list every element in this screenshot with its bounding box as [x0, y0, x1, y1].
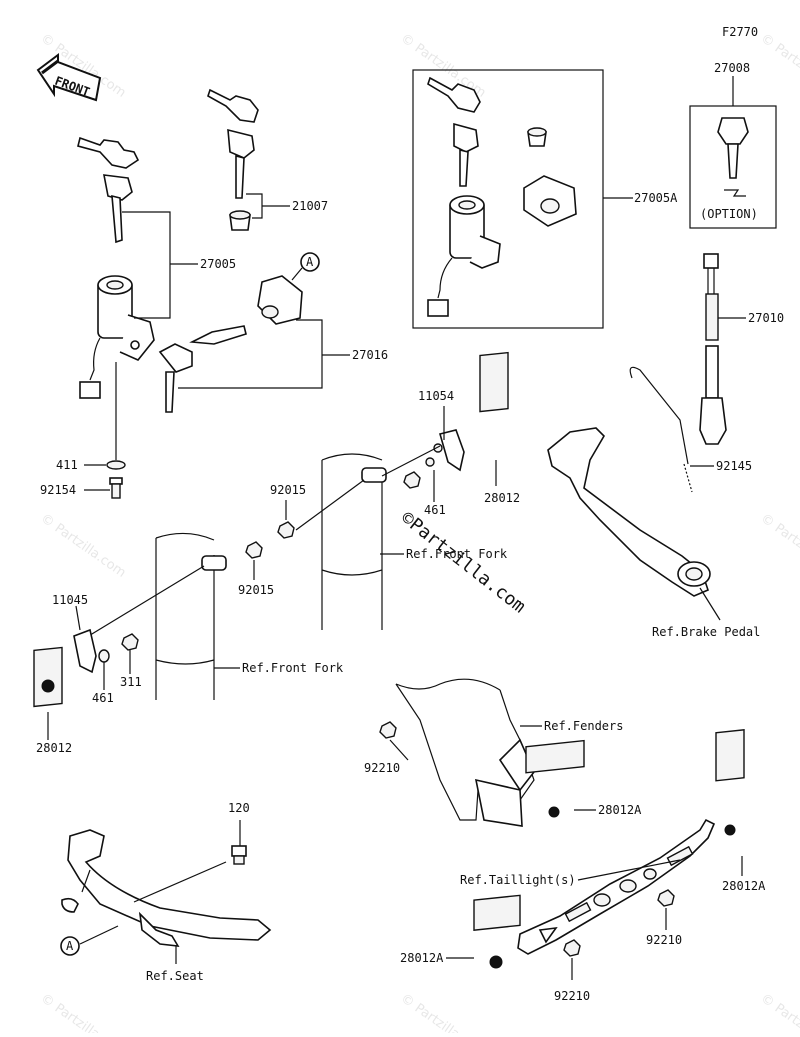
- nut-icon: [121, 633, 139, 651]
- part-461-lower: 461: [92, 691, 114, 705]
- blank-key-icon: [724, 189, 746, 197]
- part-27005A: 27005A: [634, 191, 678, 205]
- part-92210-right: 92210: [646, 933, 682, 947]
- ref-taillights: Ref.Taillight(s): [460, 873, 576, 887]
- watermark: © Partzilla.com: [758, 991, 800, 1033]
- part-92015-lower: 92015: [238, 583, 274, 597]
- part-411: 411: [56, 458, 78, 472]
- ref-front-fork-1: Ref.Front Fork: [406, 547, 508, 561]
- part-28012-lower: 28012: [36, 741, 72, 755]
- key-icon: [207, 88, 259, 199]
- key-icon: [158, 325, 247, 413]
- key-icon: [717, 117, 749, 179]
- nut-icon: [277, 521, 295, 539]
- part-11045: 11045: [52, 593, 88, 607]
- ref-front-fork-2: Ref.Front Fork: [242, 661, 344, 675]
- ignition-switch-icon: [427, 195, 501, 317]
- callout-a: [300, 252, 320, 272]
- grab-rail-icon: [61, 829, 272, 947]
- ignition-switch-icon: [79, 275, 155, 399]
- nut-icon: [563, 939, 581, 957]
- kit-box: [412, 69, 604, 329]
- reflector-bracket-icon: [73, 628, 97, 674]
- rear-fender-icon: [395, 678, 535, 827]
- figure-code: F2770: [722, 25, 758, 39]
- watermark: © Partzilla.com: [398, 991, 489, 1033]
- watermark: © Partzilla.com: [38, 991, 129, 1033]
- nut-icon: [657, 889, 675, 907]
- part-27005: 27005: [200, 257, 236, 271]
- center-watermark: ©Partzilla.com: [397, 507, 529, 617]
- part-28012A-bottom: 28012A: [400, 951, 444, 965]
- watermark: © Partzilla.com: [38, 511, 129, 581]
- brake-pedal-icon: [547, 427, 711, 597]
- nut-icon: [379, 721, 397, 739]
- part-27016: 27016: [352, 348, 388, 362]
- reflector-icon: [33, 646, 63, 708]
- part-28012A-fender: 28012A: [598, 803, 642, 817]
- ref-brake-pedal: Ref.Brake Pedal: [652, 625, 760, 639]
- part-11054: 11054: [418, 389, 454, 403]
- part-461-upper: 461: [424, 503, 446, 517]
- lock-cap-icon: [527, 127, 547, 147]
- washer-icon: [98, 649, 110, 663]
- part-92015-upper: 92015: [270, 483, 306, 497]
- part-120: 120: [228, 801, 250, 815]
- part-28012A-right: 28012A: [722, 879, 766, 893]
- option-box: [689, 105, 777, 229]
- reflector-icon: [479, 351, 509, 413]
- ref-seat: Ref.Seat: [146, 969, 204, 983]
- ref-fenders: Ref.Fenders: [544, 719, 623, 733]
- callout-a-label: A: [66, 939, 74, 953]
- part-92154: 92154: [40, 483, 76, 497]
- front-fork-icon: [155, 532, 227, 700]
- option-label: (OPTION): [700, 207, 758, 221]
- taillight-bracket-icon: [517, 818, 716, 955]
- reflector-bracket-icon: [425, 429, 465, 472]
- reflector-icon: [715, 729, 745, 836]
- part-92145: 92145: [716, 459, 752, 473]
- callout-a-label: A: [306, 255, 314, 269]
- part-28012-upper: 28012: [484, 491, 520, 505]
- front-arrow-icon: FRONT: [36, 53, 102, 102]
- key-icon: [427, 76, 481, 187]
- part-311: 311: [120, 675, 142, 689]
- part-21007: 21007: [292, 199, 328, 213]
- watermark: © Partzilla.com: [758, 31, 800, 101]
- lock-cap-icon: [229, 210, 251, 231]
- reflector-icon: [473, 894, 521, 969]
- part-92210-left: 92210: [364, 761, 400, 775]
- seat-lock-icon: [257, 275, 303, 325]
- reflector-icon: [525, 739, 585, 818]
- seat-lock-icon: [523, 175, 577, 227]
- washer-icon: [106, 460, 126, 470]
- spring-icon: [629, 366, 689, 465]
- neutral-switch-icon: [699, 253, 727, 445]
- nut-icon: [403, 471, 421, 489]
- callout-a: [60, 936, 80, 956]
- part-27010: 27010: [748, 311, 784, 325]
- screw-icon: [109, 477, 123, 499]
- bolt-icon: [231, 845, 247, 865]
- key-icon: [77, 136, 140, 244]
- part-27008: 27008: [714, 61, 750, 75]
- front-fork-icon: [321, 453, 387, 630]
- watermark: © Partzilla.com: [758, 511, 800, 581]
- part-92210-bottom: 92210: [554, 989, 590, 1003]
- nut-icon: [245, 541, 263, 559]
